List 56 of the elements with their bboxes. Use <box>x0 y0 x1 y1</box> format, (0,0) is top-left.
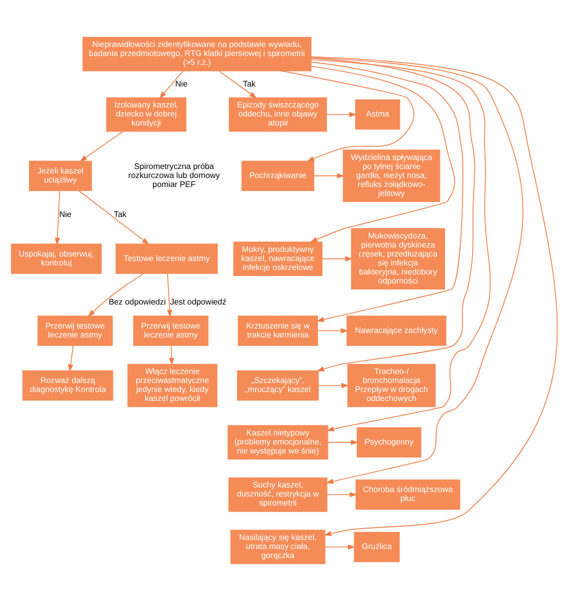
arrow <box>310 56 524 484</box>
arrow <box>326 111 357 117</box>
node-box: Uspokajaj, obserwuj, kontroluj <box>10 243 102 274</box>
arrow <box>310 56 558 536</box>
arrow <box>327 439 358 444</box>
arrow <box>280 70 414 162</box>
node-box: Epizody świszczącego oddechu, inne objawy atopii <box>228 96 327 132</box>
node-box: Wydzielina spływająca po tylnej ścianie gardła, nieżyt nosa, refluks żołądkowo-jelitowy <box>342 149 440 202</box>
edge-label: Jest odpowiedź <box>170 297 226 306</box>
node-box: Pochrząkiwanie <box>242 160 314 190</box>
node-box: „Szczekający”, „mruczący” kaszel <box>237 370 319 400</box>
edge-label: Tak <box>242 78 256 88</box>
arrow <box>54 190 60 245</box>
node-box: Psychogenny <box>356 426 422 457</box>
label: Spirometryczna próba rozkurczowa lub domowy pomiar PEF <box>128 161 220 188</box>
node-box: Jeżeli kaszel uciążliwy <box>28 160 92 190</box>
node-box: Kaszel nietypowy (problemy emocjonalne, nie występuje we śnie) <box>228 424 328 459</box>
arrow <box>317 328 348 333</box>
arrow <box>314 172 344 178</box>
node-box: Włącz leczenie przeciwastmatyczne jedynie wtedy, kiedy kaszel powrócił <box>127 363 218 407</box>
arrow <box>218 70 257 98</box>
node-box: Krztuszenie się w trakcie karmienia <box>238 315 318 346</box>
arrow <box>310 58 491 432</box>
arrow <box>322 256 352 261</box>
node-box: Przerwij testowe leczenie astmy <box>133 315 208 346</box>
node-box: Nieprawidłowości zidentyfikowane na podstawie wywiadu, badania przedmiotowego, RTG klatki piersiowej i spirometrii (>5 r.ż.) <box>82 36 312 71</box>
node-box: Choroba śródmiąższowa płuc <box>356 479 460 510</box>
arrow <box>324 544 356 550</box>
node-box: Rozważ dalszą diagnostykę Kontrola <box>22 370 114 400</box>
arrow <box>68 344 74 372</box>
edge-label: Bez odpowiedzi <box>108 297 166 306</box>
node-box: Astma <box>355 98 400 130</box>
arrow <box>167 272 172 317</box>
node-box: Nawracające zachłysty <box>346 315 446 346</box>
node-box: Nasilający się kaszel, utrata masy ciała, gorączka <box>230 529 326 564</box>
edge-label: Tak <box>114 210 126 219</box>
edge-label: Nie <box>59 210 72 219</box>
arrow <box>326 492 358 497</box>
arrow <box>169 344 174 365</box>
node-box: Tracheo-/ bronchomalacja Przepływ w drogach oddechowych <box>347 363 436 407</box>
arrow <box>80 130 124 162</box>
node-box: Gruźlica <box>354 531 400 562</box>
arrow <box>310 65 456 242</box>
node-box: Testowe leczenie astmy <box>116 243 218 274</box>
node-box: Mukowiscydoza, pierwotna dyskineza rzęsek, przedłużająca się infekcja bakteryjna, niedobory odporności <box>351 228 446 289</box>
node-box: Mokry, produktywny kaszel, nawracające infekcje oskrzelowe <box>233 241 322 276</box>
arrow <box>310 57 476 371</box>
node-box: Przerwij testowe leczenie astmy <box>38 315 113 346</box>
arrow <box>88 272 144 316</box>
node-box: Izolowany kaszel, dziecko w dobrej kondycji <box>106 96 186 132</box>
arrow <box>318 382 349 388</box>
arrow <box>159 70 184 98</box>
node-box: Suchy kaszel, duszność, restrykcja w spirometrii <box>228 476 328 512</box>
arrow <box>310 61 464 322</box>
arrow <box>78 190 150 244</box>
edge-label: Nie <box>175 78 188 88</box>
